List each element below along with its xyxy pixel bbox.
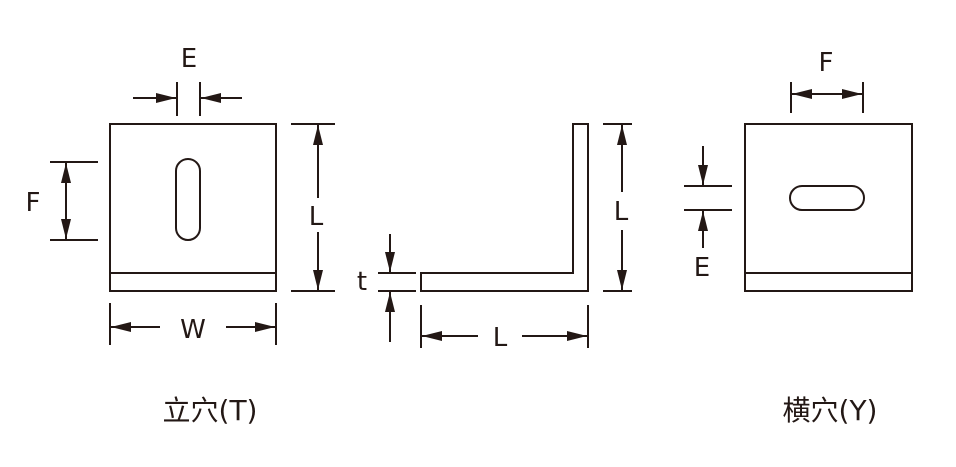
front-plate-outline (744, 123, 913, 292)
label-f-left: F (26, 188, 41, 218)
side-profile-view (378, 123, 632, 348)
label-w-bottom: W (180, 315, 206, 345)
label-l-right: L (309, 202, 324, 232)
dim-l-right (291, 123, 335, 292)
dim-e-left (684, 146, 732, 248)
caption-vertical-hole: 立穴(T) (163, 394, 258, 427)
label-t: t (357, 267, 367, 297)
caption-horizontal-hole: 横穴(Y) (783, 394, 878, 427)
dim-l-horizontal (420, 305, 589, 348)
front-plate-outline (109, 123, 277, 292)
dim-f-left (50, 161, 98, 241)
dim-t (378, 234, 416, 342)
angle-profile (420, 123, 589, 292)
label-l-vertical: L (614, 197, 629, 227)
vertical-hole-view (50, 82, 335, 345)
horizontal-slot (789, 185, 865, 211)
dim-w-bottom (109, 303, 277, 345)
label-f-top: F (819, 48, 834, 78)
dim-l-vertical (603, 123, 632, 292)
label-l-horizontal: L (493, 323, 508, 353)
vertical-slot (175, 158, 201, 241)
dim-e-top (133, 82, 242, 116)
dim-f-top (790, 82, 864, 113)
label-e-left: E (694, 253, 710, 283)
horizontal-hole-view (684, 82, 913, 292)
label-e-top: E (181, 44, 197, 74)
